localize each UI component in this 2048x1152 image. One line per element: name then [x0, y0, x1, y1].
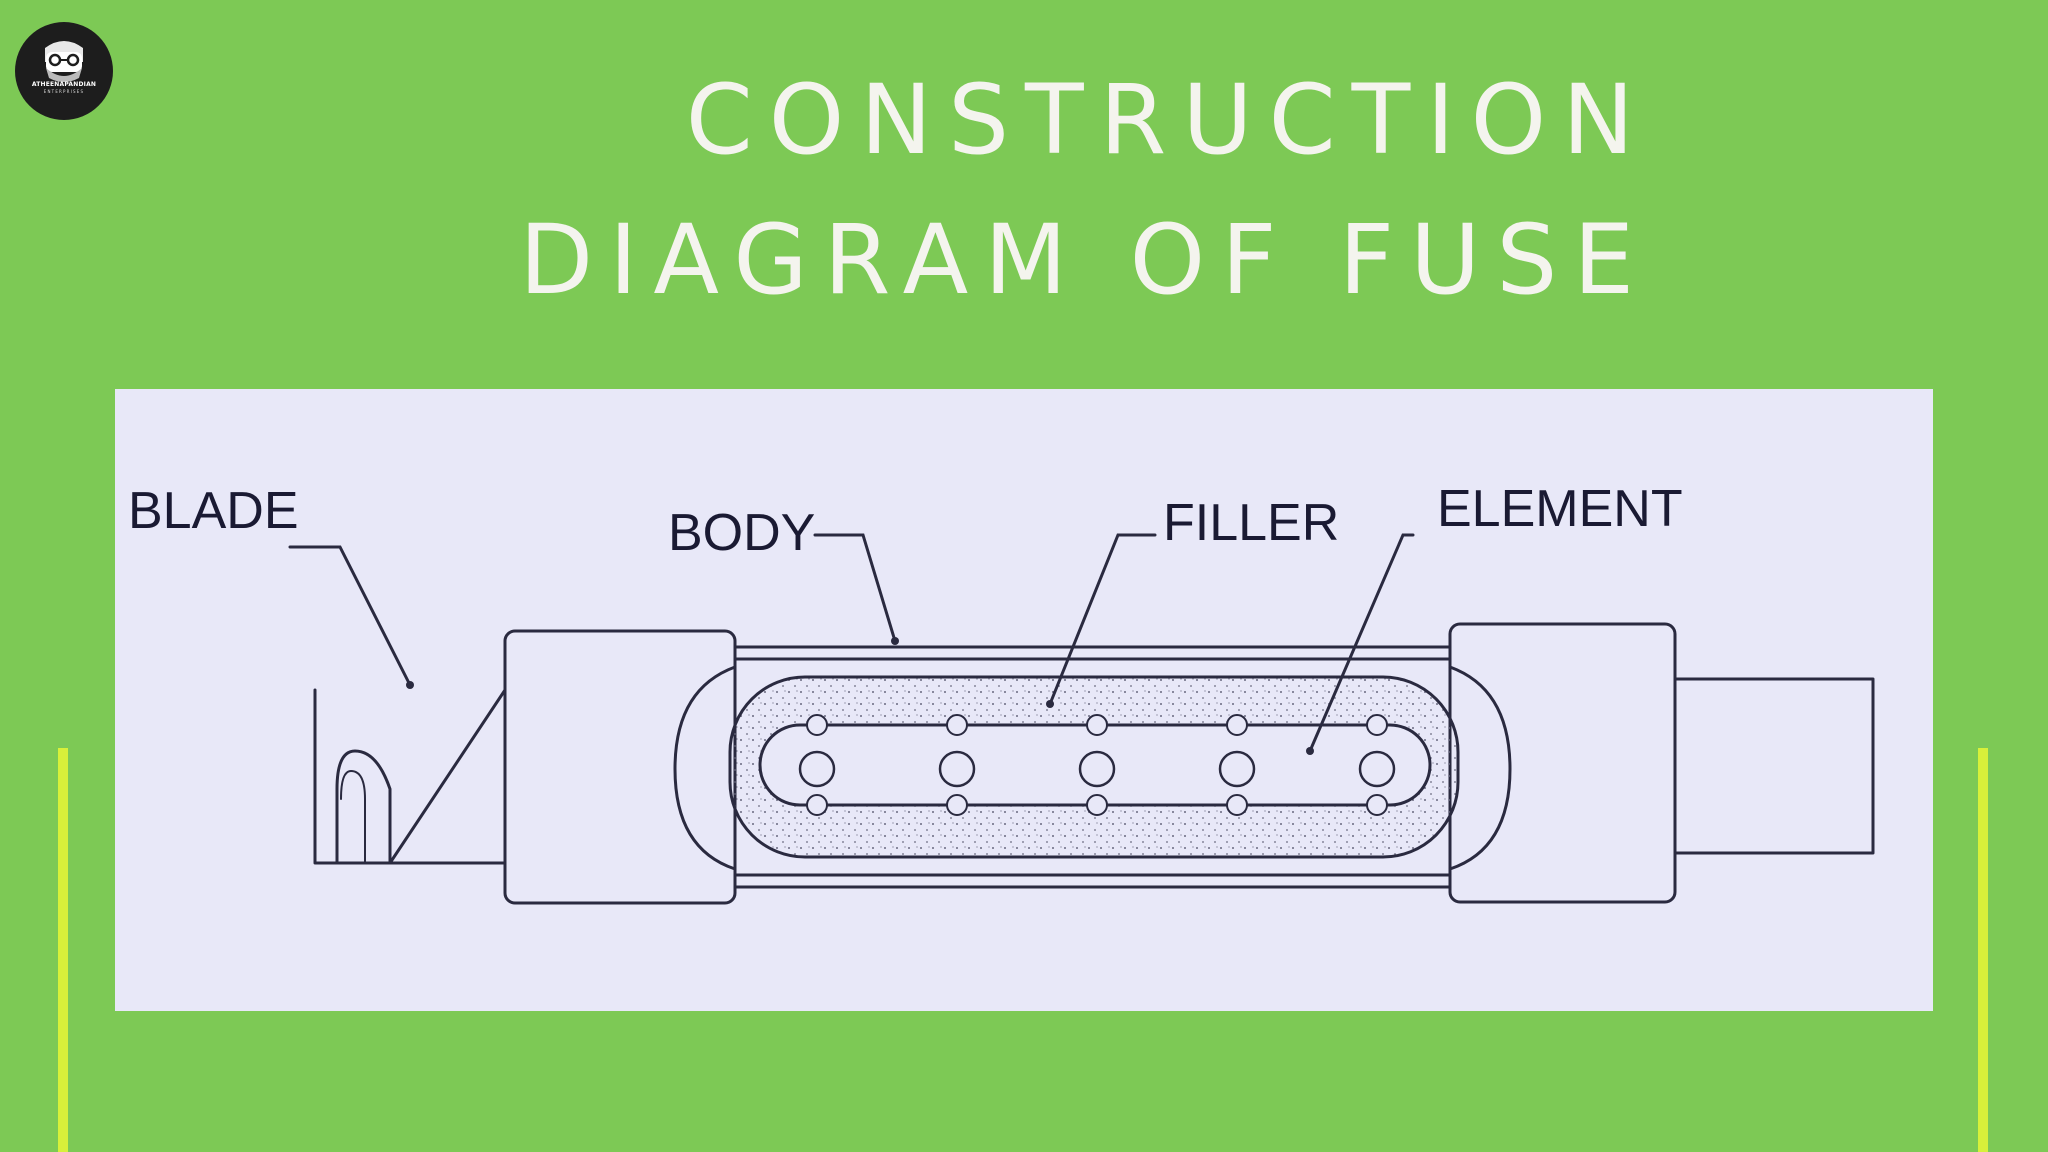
element-notch-bottom-5	[1366, 794, 1388, 816]
filler-label: FILLER	[1163, 494, 1340, 552]
right-blade	[1673, 677, 1875, 855]
element-hole-3	[1078, 750, 1116, 788]
blade-leader-dot	[406, 681, 414, 689]
element-notch-top-5	[1366, 714, 1388, 736]
element-hole-1	[798, 750, 836, 788]
element-hole-5	[1358, 750, 1396, 788]
body-label: BODY	[668, 504, 816, 562]
element-notch-top-3	[1086, 714, 1108, 736]
bearded-man-icon	[45, 41, 83, 82]
body-leader-dot	[891, 637, 899, 645]
title-line-2: DIAGRAM OF FUSE	[519, 204, 1650, 316]
blade-leader-line	[288, 545, 412, 687]
element-notch-bottom-3	[1086, 794, 1108, 816]
element-notch-bottom-4	[1226, 794, 1248, 816]
right-accent-line	[1978, 748, 1988, 1152]
filler-leader-line	[1048, 533, 1157, 706]
title-line-1: CONSTRUCTION	[685, 64, 1650, 176]
filler-leader-dot	[1046, 700, 1054, 708]
right-end-curve	[1448, 665, 1512, 871]
left-end-curve	[673, 665, 737, 871]
blade-label: BLADE	[128, 482, 299, 540]
logo-name: ATHEENAPANDIAN	[31, 81, 97, 88]
body-leader-line	[813, 533, 897, 643]
element-hole-2	[938, 750, 976, 788]
element-label: ELEMENT	[1437, 480, 1683, 538]
element-notch-top-1	[806, 714, 828, 736]
right-end-cap	[1448, 622, 1677, 904]
logo-subtitle: ENTERPRISES	[43, 89, 85, 94]
element-notch-bottom-1	[806, 794, 828, 816]
element-notch-top-2	[946, 714, 968, 736]
element-notch-top-4	[1226, 714, 1248, 736]
left-accent-line	[58, 748, 68, 1152]
fuse-diagram	[288, 533, 1875, 905]
page-title: CONSTRUCTION DIAGRAM OF FUSE	[360, 50, 1650, 330]
element-hole-4	[1218, 750, 1256, 788]
element-notch-bottom-2	[946, 794, 968, 816]
element-leader-dot	[1306, 747, 1314, 755]
fuse-diagram-panel: BLADE BODY FILLER ELEMENT	[115, 389, 1933, 1011]
left-end-cap	[503, 629, 737, 905]
blade-slot	[340, 770, 366, 864]
brand-logo: ATHEENAPANDIAN ENTERPRISES	[15, 22, 113, 120]
element-leader-line	[1308, 533, 1415, 753]
